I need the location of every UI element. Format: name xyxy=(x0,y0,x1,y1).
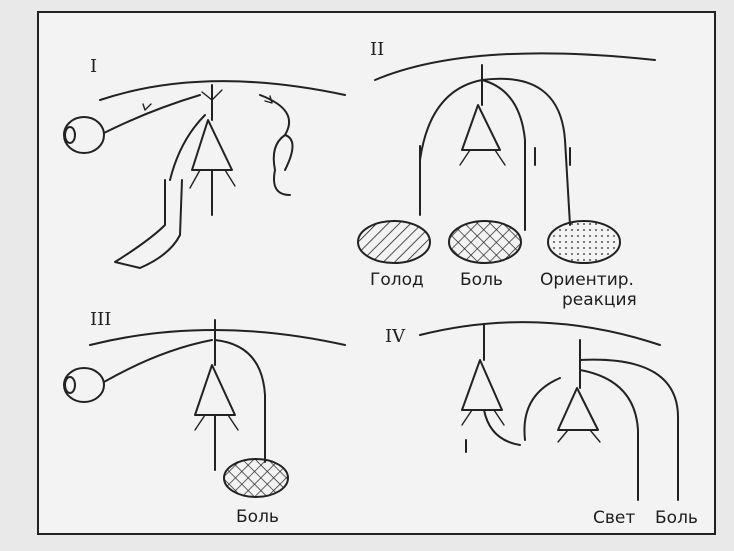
label-pain: Боль xyxy=(236,507,279,527)
label-reaction: реакция xyxy=(562,290,637,310)
panel-numeral: III xyxy=(90,309,111,330)
panel-numeral: I xyxy=(90,56,97,77)
label-light: Свет xyxy=(593,508,635,528)
label-pain: Боль xyxy=(460,270,503,290)
label-hunger: Голод xyxy=(370,270,424,290)
panel-numeral: II xyxy=(370,39,384,60)
panel-numeral: IV xyxy=(385,326,406,347)
label-pain: Боль xyxy=(655,508,698,528)
crosshatched-zone-icon xyxy=(224,459,288,497)
dotted-zone-icon xyxy=(548,221,620,263)
crosshatched-zone-icon xyxy=(449,221,521,263)
hatched-zone-icon xyxy=(358,221,430,263)
label-orienting: Ориентир. xyxy=(540,270,634,290)
